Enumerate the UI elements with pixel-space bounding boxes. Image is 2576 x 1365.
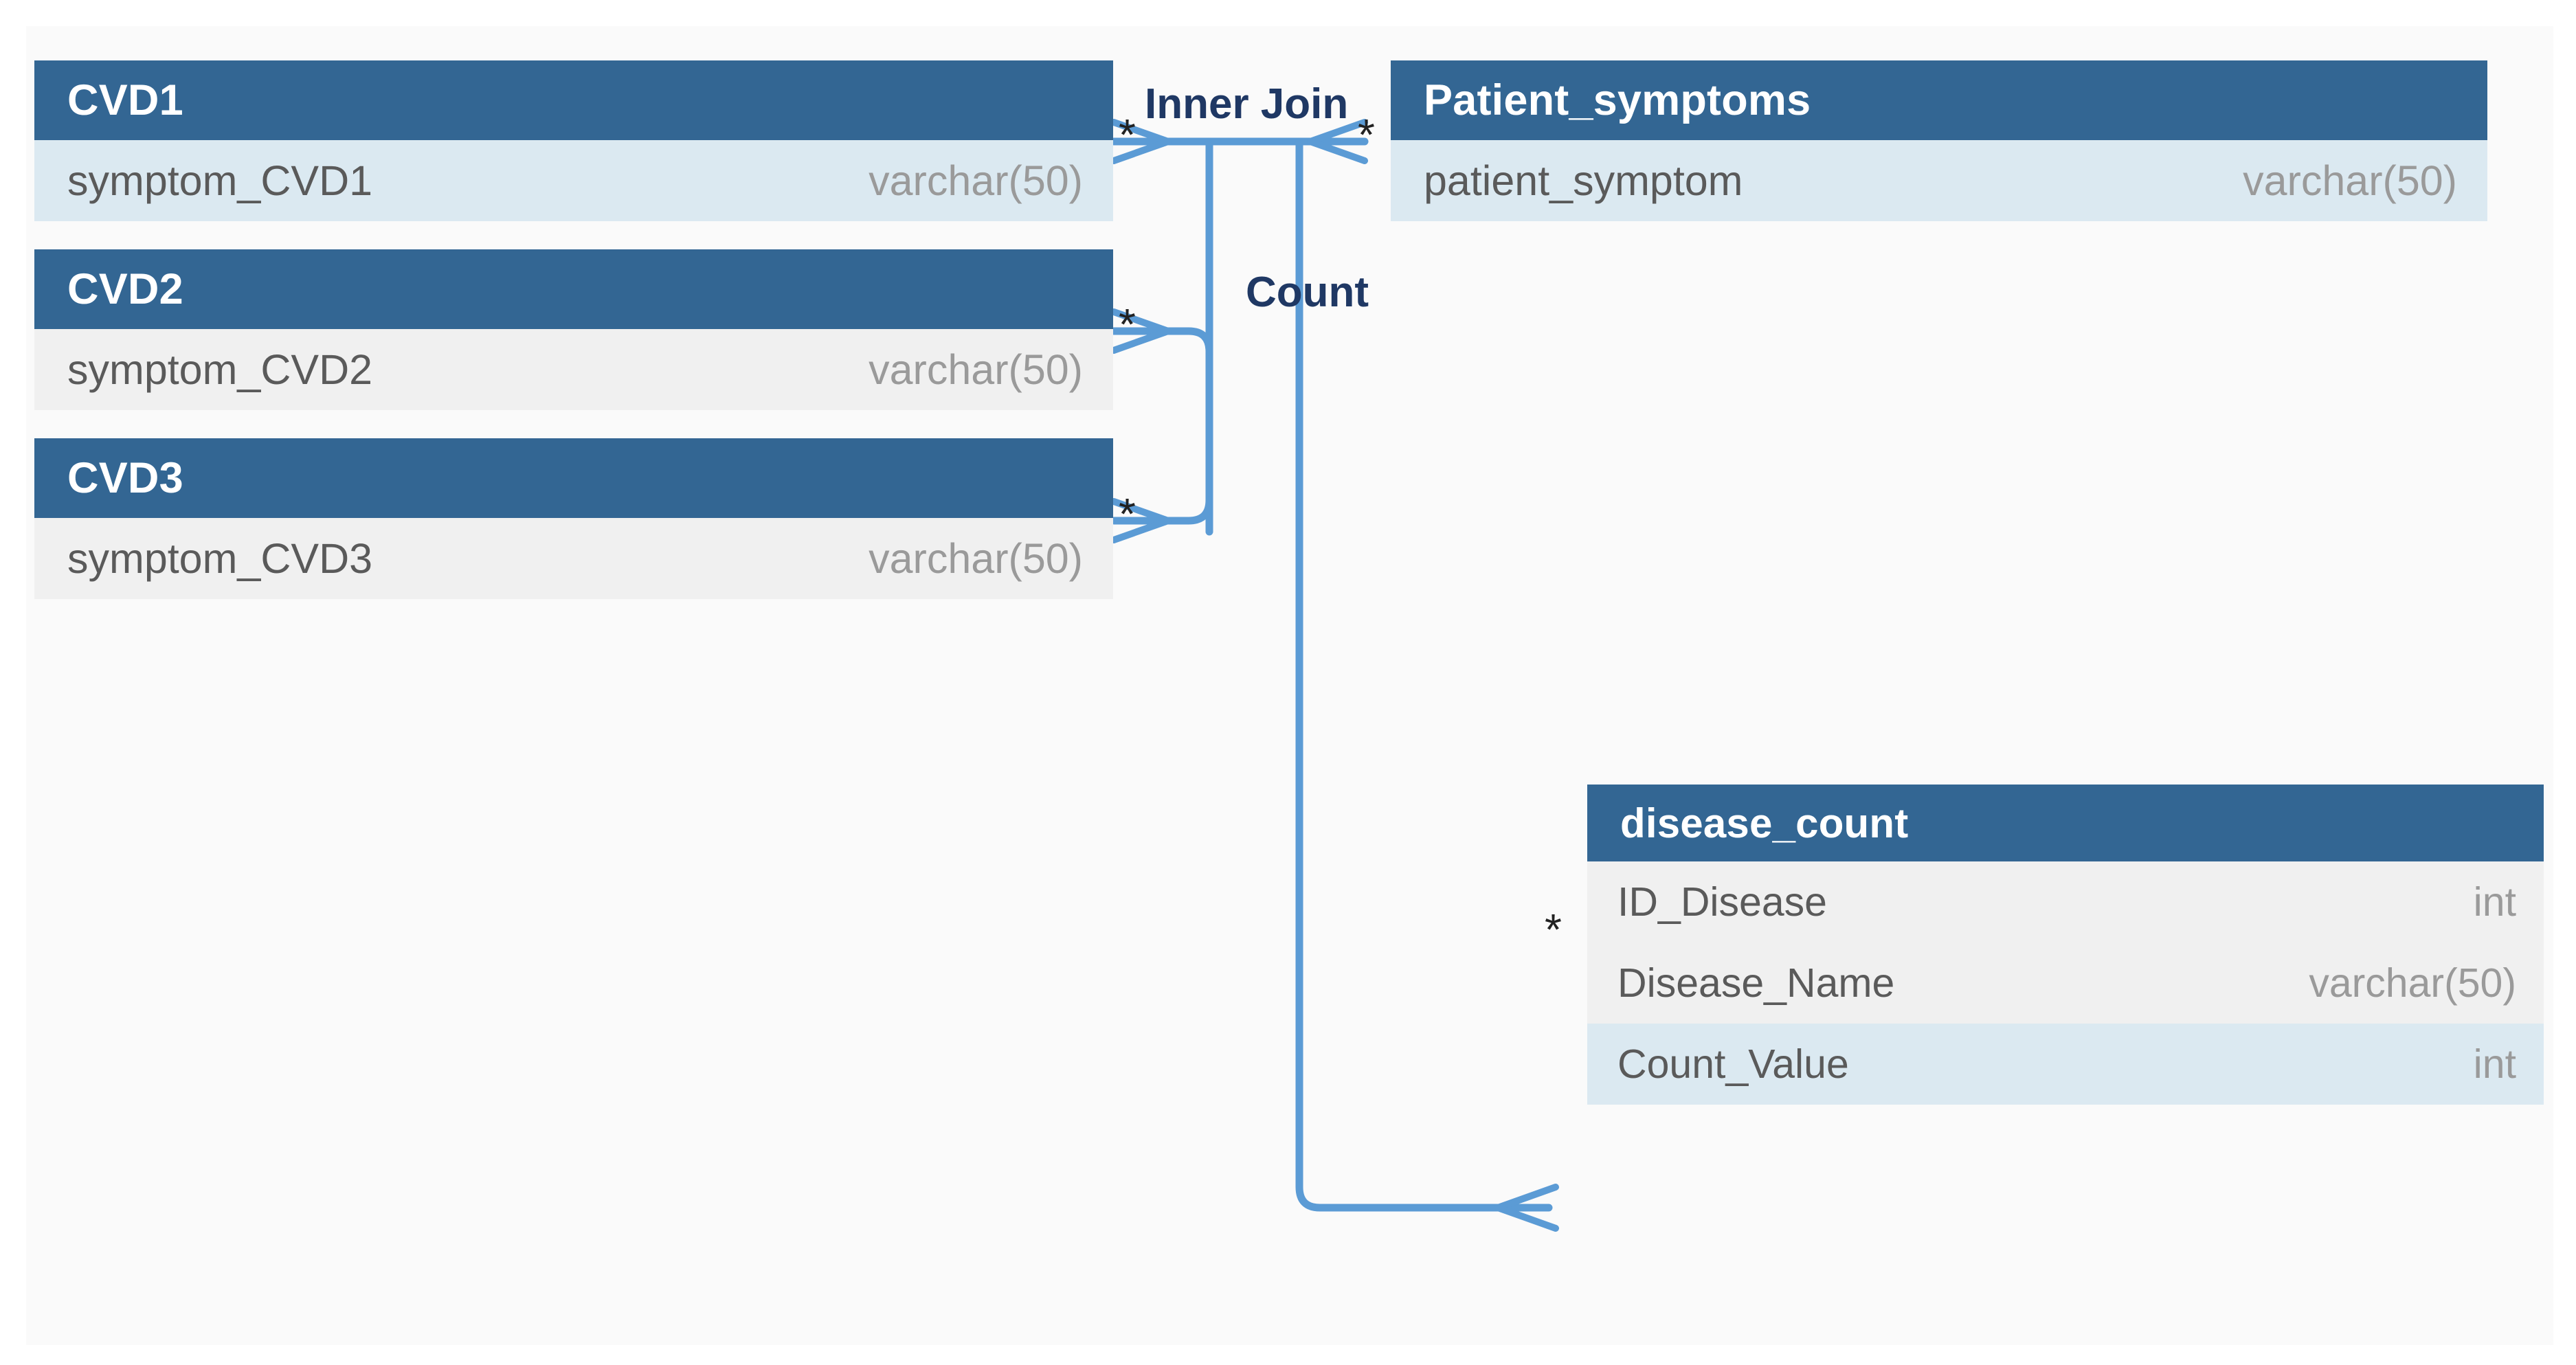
table-title: CVD2	[67, 265, 183, 313]
field-name: patient_symptom	[1424, 157, 1743, 204]
table-row[interactable]: ID_Disease int	[1587, 861, 2544, 943]
cardinality-star-count: *	[1545, 905, 1562, 954]
field-type: int	[2473, 1041, 2516, 1087]
relationship-label-inner-join: Inner Join	[1145, 80, 1349, 128]
field-name: symptom_CVD2	[67, 346, 373, 393]
table-header-cvd1[interactable]: CVD1	[34, 60, 1113, 140]
entity-table-patient-symptoms[interactable]: Patient_symptoms patient_symptom varchar…	[1391, 60, 2487, 221]
table-row[interactable]: symptom_CVD1 varchar(50)	[34, 140, 1113, 221]
erd-canvas: * * * * * Inner Join Count CVD1 symptom_…	[26, 26, 2553, 1345]
table-title: CVD3	[67, 454, 183, 502]
field-type: int	[2473, 879, 2516, 925]
table-row[interactable]: symptom_CVD3 varchar(50)	[34, 518, 1113, 599]
table-header-patient-symptoms[interactable]: Patient_symptoms	[1391, 60, 2487, 140]
table-header-cvd3[interactable]: CVD3	[34, 438, 1113, 518]
field-name: symptom_CVD1	[67, 157, 373, 204]
entity-table-cvd2[interactable]: CVD2 symptom_CVD2 varchar(50)	[34, 249, 1113, 410]
field-type: varchar(50)	[2309, 960, 2516, 1006]
relationship-connectors	[1110, 119, 1559, 1232]
cardinality-star-cvd3: *	[1119, 489, 1136, 539]
field-name: symptom_CVD3	[67, 535, 373, 582]
table-header-cvd2[interactable]: CVD2	[34, 249, 1113, 329]
table-row[interactable]: Disease_Name varchar(50)	[1587, 943, 2544, 1024]
table-row[interactable]: symptom_CVD2 varchar(50)	[34, 329, 1113, 410]
entity-table-cvd1[interactable]: CVD1 symptom_CVD1 varchar(50)	[34, 60, 1113, 221]
field-name: ID_Disease	[1617, 879, 1827, 925]
relationship-label-count: Count	[1246, 269, 1369, 316]
field-name: Disease_Name	[1617, 960, 1895, 1006]
field-type: varchar(50)	[869, 535, 1083, 582]
field-type: varchar(50)	[869, 346, 1083, 393]
table-row[interactable]: Count_Value int	[1587, 1024, 2544, 1105]
table-header-disease-count[interactable]: disease_count	[1587, 785, 2544, 861]
entity-table-disease-count[interactable]: disease_count ID_Disease int Disease_Nam…	[1587, 785, 2544, 1105]
field-type: varchar(50)	[869, 157, 1083, 204]
cardinality-star-patient: *	[1358, 110, 1375, 159]
entity-table-cvd3[interactable]: CVD3 symptom_CVD3 varchar(50)	[34, 438, 1113, 599]
cardinality-star-cvd2: *	[1119, 300, 1136, 349]
table-title: disease_count	[1620, 800, 1909, 846]
table-row[interactable]: patient_symptom varchar(50)	[1391, 140, 2487, 221]
cardinality-star-cvd1: *	[1119, 110, 1136, 159]
table-title: CVD1	[67, 76, 183, 124]
field-name: Count_Value	[1617, 1041, 1849, 1087]
crowsfoot-count-value	[1494, 1184, 1559, 1232]
table-title: Patient_symptoms	[1424, 76, 1811, 124]
field-type: varchar(50)	[2243, 157, 2457, 204]
